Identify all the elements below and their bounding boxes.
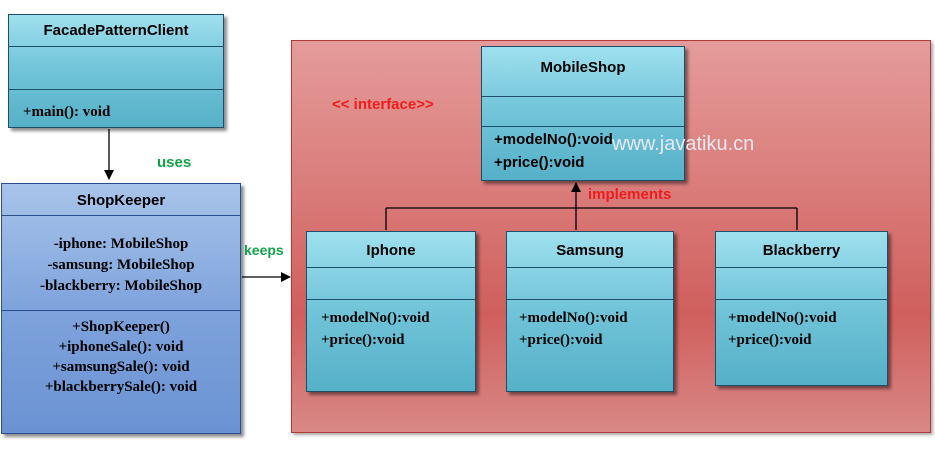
class-attributes-compartment: [482, 97, 684, 127]
class-operations: +modelNo():void +price():void: [482, 127, 684, 174]
class-attributes-compartment: [507, 268, 673, 300]
class-blackberry: Blackberry +modelNo():void +price():void: [715, 231, 888, 386]
operation-price: +price():void: [728, 332, 812, 348]
interface-stereotype: << interface>>: [332, 96, 434, 113]
attribute-iphone: -iphone: MobileShop: [53, 236, 189, 252]
class-samsung: Samsung +modelNo():void +price():void: [506, 231, 674, 392]
operation-model-no: +modelNo():void: [728, 310, 837, 326]
operation-price: +price():void: [494, 154, 585, 171]
class-attributes-compartment: [716, 268, 887, 300]
operation-price: +price():void: [321, 332, 405, 348]
operation-constructor: +ShopKeeper(): [72, 319, 170, 335]
attribute-samsung: -samsung: MobileShop: [47, 257, 195, 273]
attribute-blackberry: -blackberry: MobileShop: [39, 278, 203, 294]
operation-price: +price():void: [519, 332, 603, 348]
class-iphone: Iphone +modelNo():void +price():void: [306, 231, 476, 392]
implements-label: implements: [588, 186, 672, 203]
class-name: Iphone: [307, 232, 475, 268]
operation-iphone-sale: +iphoneSale(): void: [58, 339, 184, 355]
class-operations: +main(): void: [9, 90, 223, 121]
class-operations: +modelNo():void +price():void: [507, 300, 673, 351]
class-attributes-compartment: [9, 47, 223, 90]
class-attributes-compartment: [307, 268, 475, 300]
class-name: Blackberry: [716, 232, 887, 268]
class-attributes: -iphone: MobileShop -samsung: MobileShop…: [2, 216, 240, 311]
operation-blackberry-sale: +blackberrySale(): void: [44, 379, 198, 395]
class-facade-pattern-client: FacadePatternClient +main(): void: [8, 14, 224, 128]
operation-main: +main(): void: [23, 104, 111, 120]
operation-samsung-sale: +samsungSale(): void: [52, 359, 190, 375]
class-mobileshop: MobileShop +modelNo():void +price():void: [481, 46, 685, 181]
class-name: FacadePatternClient: [9, 15, 223, 47]
class-name: MobileShop: [482, 47, 684, 97]
operation-model-no: +modelNo():void: [321, 310, 430, 326]
class-name: ShopKeeper: [2, 184, 240, 216]
operation-model-no: +modelNo():void: [494, 131, 613, 148]
watermark-text: www.javatiku.cn: [612, 133, 755, 155]
class-operations: +ShopKeeper() +iphoneSale(): void +samsu…: [2, 311, 240, 397]
uses-label: uses: [157, 154, 192, 171]
keeps-label: keeps: [244, 242, 284, 258]
class-operations: +modelNo():void +price():void: [307, 300, 475, 351]
class-name: Samsung: [507, 232, 673, 268]
operation-model-no: +modelNo():void: [519, 310, 628, 326]
class-operations: +modelNo():void +price():void: [716, 300, 887, 351]
class-shopkeeper: ShopKeeper -iphone: MobileShop -samsung:…: [1, 183, 241, 434]
